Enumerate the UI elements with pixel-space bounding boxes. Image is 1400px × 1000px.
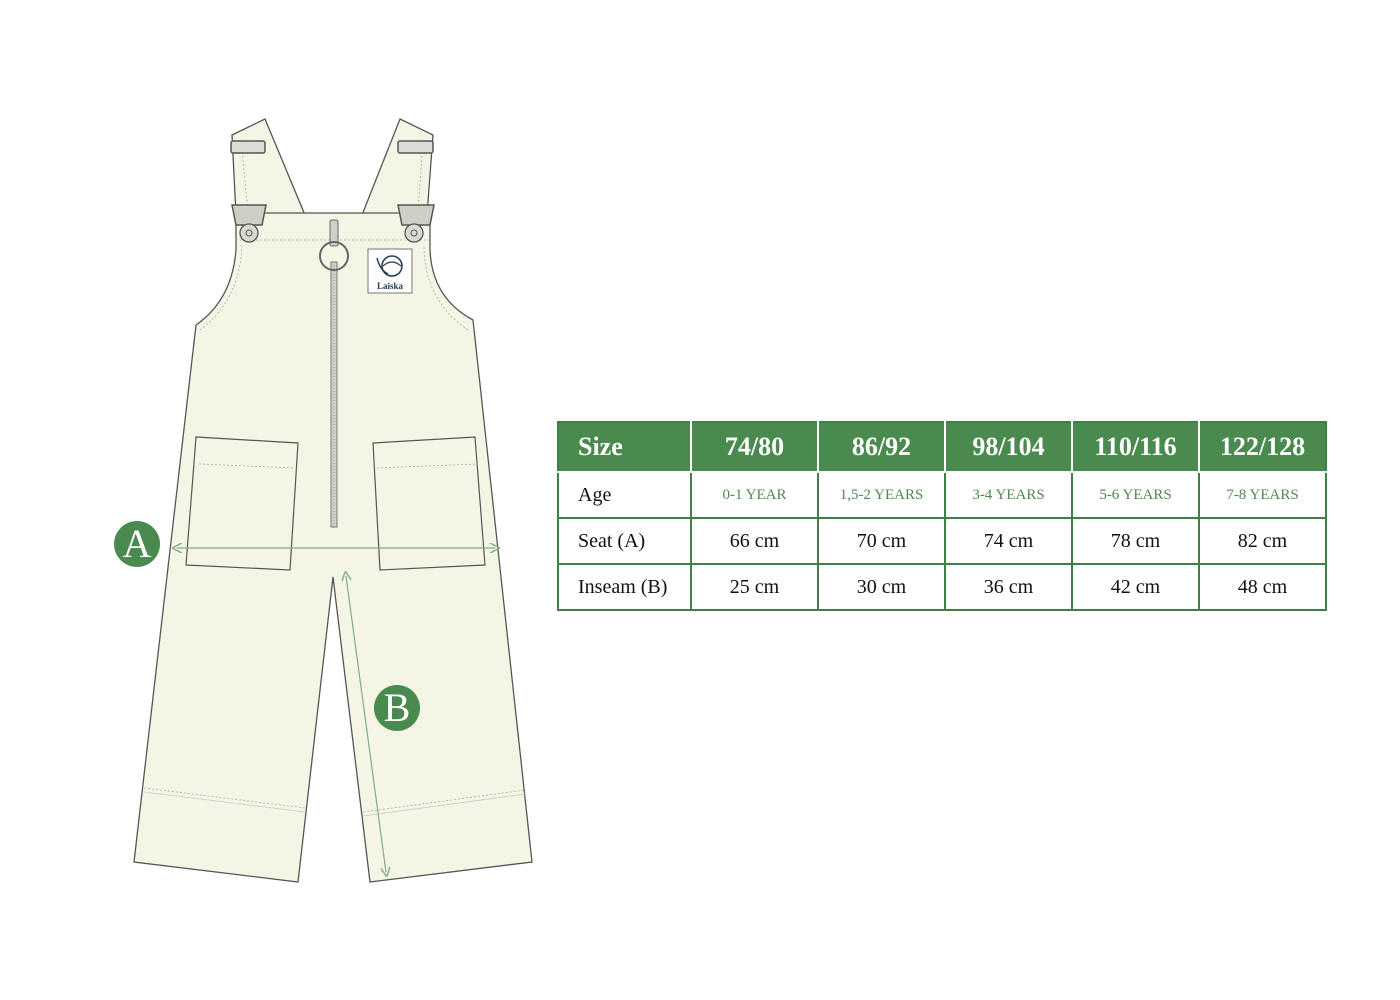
brand-logo-text: Laiska	[377, 281, 404, 291]
age-cell: 1,5-2 YEARS	[817, 471, 946, 519]
right-strap-slider	[397, 140, 434, 154]
left-buckle	[231, 204, 267, 226]
age-cell: 5-6 YEARS	[1071, 471, 1200, 519]
brand-patch	[367, 248, 413, 294]
seat-cell: 70 cm	[817, 517, 946, 565]
size-header-label: Size	[557, 421, 692, 473]
seat-cell: 82 cm	[1198, 517, 1327, 565]
left-button	[239, 223, 259, 243]
right-pocket	[372, 436, 486, 571]
size-header-row: Size 74/80 86/92 98/104 110/116 122/128	[557, 421, 1327, 473]
seat-marker-a: A	[114, 521, 160, 567]
size-header-cell: 110/116	[1071, 421, 1200, 473]
seat-cell: 74 cm	[944, 517, 1073, 565]
size-chart: Size 74/80 86/92 98/104 110/116 122/128 …	[557, 421, 1327, 611]
size-header-cell: 86/92	[817, 421, 946, 473]
inseam-cell: 48 cm	[1198, 563, 1327, 611]
row-label: Seat (A)	[557, 517, 692, 565]
inseam-cell: 25 cm	[690, 563, 819, 611]
inseam-cell: 36 cm	[944, 563, 1073, 611]
right-strap	[361, 118, 434, 216]
inseam-cell: 42 cm	[1071, 563, 1200, 611]
inseam-row: Inseam (B) 25 cm 30 cm 36 cm 42 cm 48 cm	[557, 563, 1327, 611]
inseam-cell: 30 cm	[817, 563, 946, 611]
row-label: Age	[557, 471, 692, 519]
age-cell: 3-4 YEARS	[944, 471, 1073, 519]
seat-cell: 78 cm	[1071, 517, 1200, 565]
zipper-pull-ring	[319, 241, 349, 271]
size-table: Size 74/80 86/92 98/104 110/116 122/128 …	[557, 421, 1327, 611]
inseam-marker-b: B	[374, 685, 420, 731]
seat-cell: 66 cm	[690, 517, 819, 565]
inseam-measure-line	[346, 576, 386, 872]
age-row: Age 0-1 YEAR 1,5-2 YEARS 3-4 YEARS 5-6 Y…	[557, 471, 1327, 519]
right-button	[404, 223, 424, 243]
size-header-cell: 122/128	[1198, 421, 1327, 473]
age-cell: 0-1 YEAR	[690, 471, 819, 519]
size-header-cell: 98/104	[944, 421, 1073, 473]
row-label: Inseam (B)	[557, 563, 692, 611]
size-header-cell: 74/80	[690, 421, 819, 473]
right-buckle	[397, 204, 435, 226]
left-pocket	[185, 436, 299, 571]
left-strap	[231, 118, 306, 216]
seat-row: Seat (A) 66 cm 70 cm 74 cm 78 cm 82 cm	[557, 517, 1327, 565]
left-strap-slider	[230, 140, 266, 154]
age-cell: 7-8 YEARS	[1198, 471, 1327, 519]
